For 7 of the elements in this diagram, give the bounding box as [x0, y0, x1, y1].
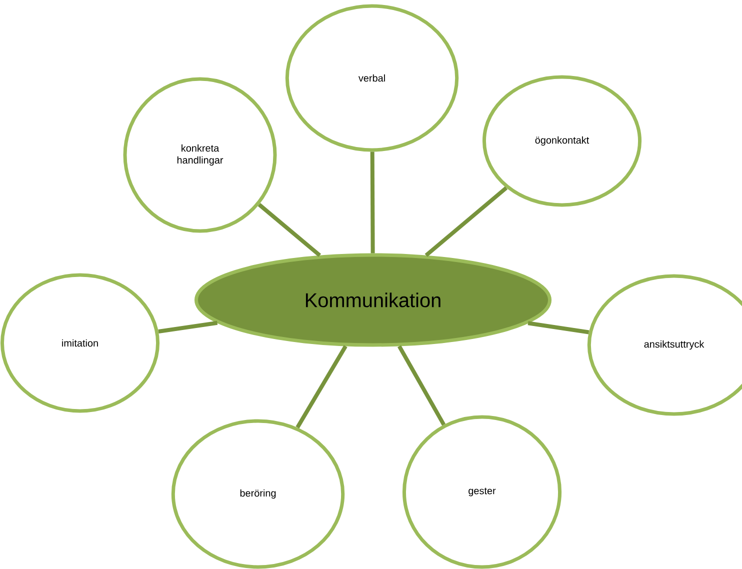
- connector-line: [158, 320, 218, 334]
- connector-line: [370, 152, 375, 254]
- connector-line: [296, 345, 348, 428]
- connector-line: [528, 321, 590, 334]
- connector-line: [398, 345, 446, 426]
- connector-line: [424, 186, 508, 257]
- connector-line: [258, 203, 322, 257]
